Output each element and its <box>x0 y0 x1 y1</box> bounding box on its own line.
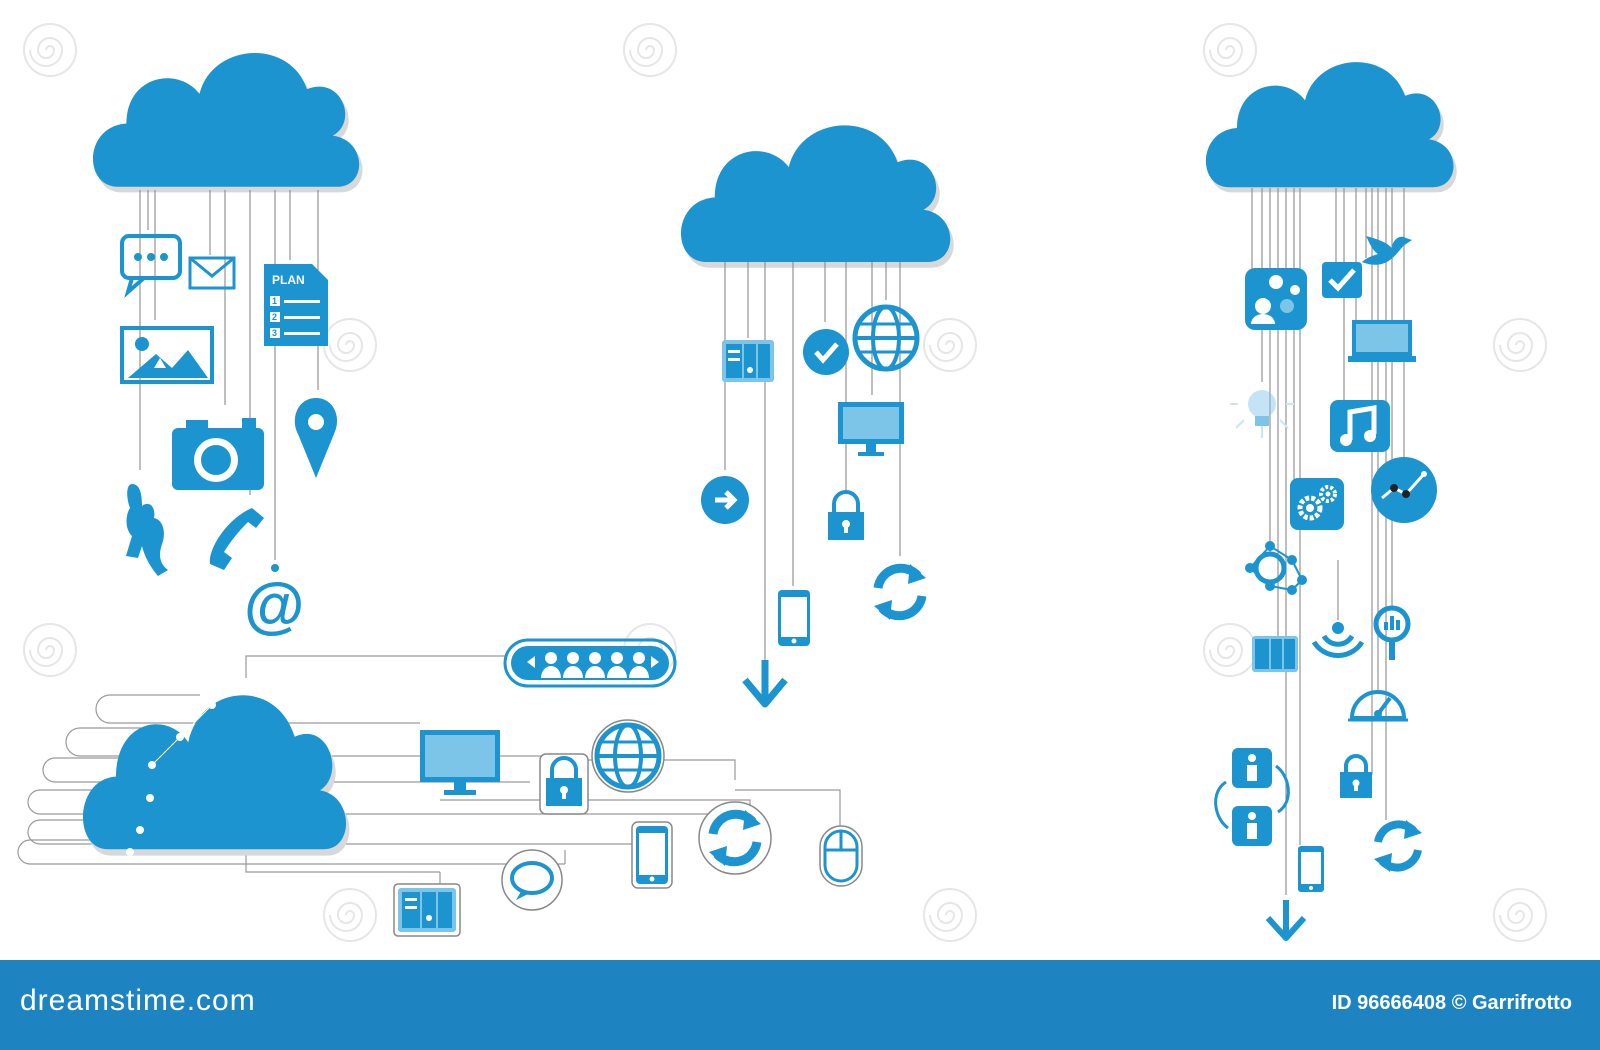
arrow-down-icon <box>1265 900 1307 941</box>
server-icon <box>1252 636 1298 672</box>
at-sign-icon: @ <box>244 564 304 640</box>
lightbulb-icon <box>1230 390 1294 438</box>
server-icon <box>393 883 461 937</box>
landscape-image-icon <box>120 326 214 384</box>
search-chart-icon <box>1373 605 1411 660</box>
monitor-icon <box>420 730 500 795</box>
music-note-icon <box>1330 400 1390 452</box>
refresh-icon <box>1374 820 1422 872</box>
checkmark-icon <box>803 329 849 375</box>
people-group-icon <box>503 638 677 688</box>
network-icon <box>1245 541 1307 595</box>
watermark-credit: ID 96666408 © Garrifrotto <box>1332 992 1572 1015</box>
plan-item-number: 2 <box>272 312 277 322</box>
padlock-icon <box>828 490 864 540</box>
cloud-3-ports <box>126 701 216 856</box>
server-icon <box>722 340 774 382</box>
arrow-right-icon <box>701 476 749 524</box>
speedometer-icon <box>1348 690 1408 722</box>
monitor-icon <box>838 402 904 456</box>
wifi-icon <box>1311 622 1365 659</box>
watermark-author: © Garrifrotto <box>1451 992 1572 1014</box>
plan-document-icon: PLAN 1 2 3 <box>264 264 328 346</box>
arrow-down-icon <box>742 660 788 708</box>
smartphone-icon <box>1298 846 1324 892</box>
chat-bubble-icon <box>120 234 182 298</box>
hand-icon <box>126 484 168 576</box>
bird-icon <box>1362 236 1412 265</box>
gears-icon <box>1290 478 1344 530</box>
phone-icon <box>209 508 264 570</box>
padlock-icon <box>1340 754 1372 798</box>
smartphone-icon <box>631 821 673 889</box>
refresh-icon <box>873 563 927 621</box>
cloud-computing-illustration: PLAN 1 2 3 <box>17 23 1547 942</box>
chart-icon <box>1371 457 1437 523</box>
checkmark-icon <box>1322 262 1362 298</box>
speech-bubble-icon <box>501 849 563 911</box>
globe-icon <box>591 719 665 793</box>
envelope-icon <box>188 256 236 290</box>
map-pin-icon <box>294 398 338 478</box>
smartphone-icon <box>778 590 810 646</box>
plan-item-number: 3 <box>272 328 277 338</box>
cloud-1: PLAN 1 2 3 <box>92 53 363 640</box>
globe-icon <box>852 304 920 372</box>
refresh-icon <box>698 801 772 875</box>
cloud-4 <box>1205 62 1457 941</box>
user-chat-icon <box>1245 268 1307 330</box>
cloud-2 <box>680 125 954 708</box>
watermark-site: dreamstime.com <box>20 984 256 1017</box>
svg-text:PLAN: PLAN <box>272 273 305 287</box>
mouse-icon <box>819 825 863 887</box>
padlock-icon <box>539 753 589 815</box>
info-icon <box>1214 748 1290 846</box>
camera-icon <box>172 418 264 490</box>
plan-item-number: 1 <box>272 296 277 306</box>
watermark-id: ID 96666408 <box>1331 992 1447 1014</box>
watermark-footer: dreamstime.com ID 96666408 © Garrifrotto <box>0 960 1600 1050</box>
laptop-icon <box>1348 320 1416 362</box>
svg-text:@: @ <box>244 571 304 640</box>
cloud-3 <box>17 638 863 937</box>
